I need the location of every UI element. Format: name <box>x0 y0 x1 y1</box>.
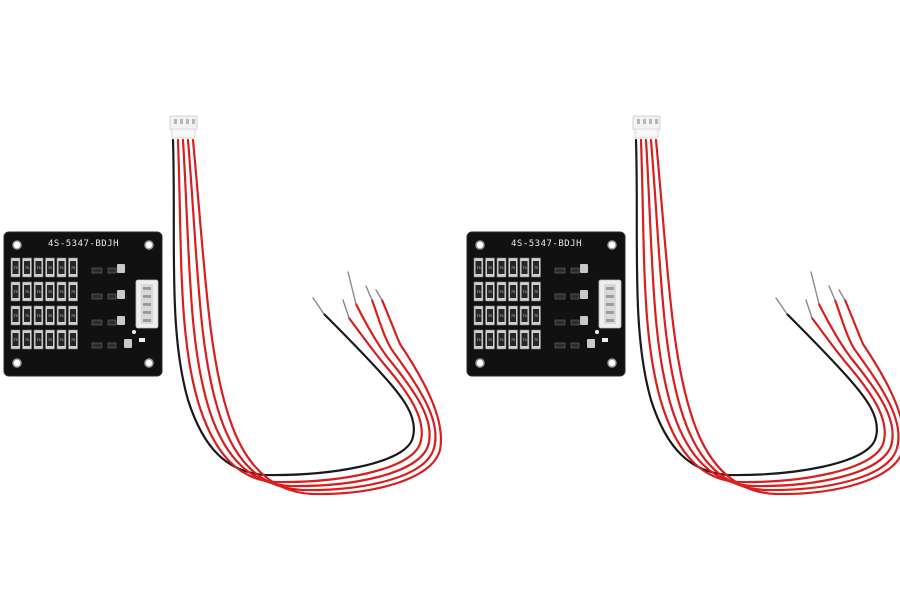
resistor-marking: 75 <box>499 338 503 342</box>
resistor-marking: 75 <box>13 338 17 342</box>
resistor-marking: 75 <box>25 266 29 270</box>
resistor-marking: 75 <box>522 338 526 342</box>
resistor-marking: 75 <box>71 314 75 318</box>
resistor-marking: 75 <box>476 314 480 318</box>
resistor-marking: 75 <box>488 314 492 318</box>
resistor-marking: 75 <box>488 338 492 342</box>
resistor-marking: 75 <box>488 266 492 270</box>
resistor-marking: 75 <box>71 338 75 342</box>
resistor-marking: 75 <box>511 266 515 270</box>
resistor-array: 75 75 75 75 75 75 75 75 75 75 75 75 75 75 75 75 75 75 75 75… <box>473 257 541 350</box>
resistor-array: 75 75 75 75 75 75 75 75 75 75 75 75 75 75 75 75 75 75 75 75… <box>10 257 78 350</box>
resistor-marking: 75 <box>499 290 503 294</box>
resistor-marking: 75 <box>534 290 538 294</box>
resistor-marking: 75 <box>534 338 538 342</box>
board-silkscreen-label: 4S-5347-BDJH <box>511 239 582 249</box>
resistor-marking: 75 <box>499 266 503 270</box>
resistor-marking: 75 <box>25 290 29 294</box>
resistor-marking: 75 <box>36 290 40 294</box>
resistor-marking: 75 <box>511 338 515 342</box>
resistor-marking: 75 <box>25 314 29 318</box>
resistor-marking: 75 <box>13 314 17 318</box>
resistor-marking: 75 <box>522 314 526 318</box>
resistor-marking: 75 <box>36 314 40 318</box>
resistor-marking: 75 <box>59 314 63 318</box>
resistor-marking: 75 <box>48 290 52 294</box>
resistor-marking: 75 <box>48 338 52 342</box>
resistor-marking: 75 <box>36 338 40 342</box>
resistor-marking: 75 <box>59 338 63 342</box>
resistor-marking: 75 <box>522 266 526 270</box>
resistor-marking: 75 <box>59 290 63 294</box>
resistor-marking: 75 <box>13 266 17 270</box>
resistor-marking: 75 <box>25 338 29 342</box>
resistor-marking: 75 <box>534 314 538 318</box>
resistor-marking: 75 <box>511 290 515 294</box>
resistor-marking: 75 <box>476 338 480 342</box>
resistor-marking: 75 <box>522 290 526 294</box>
resistor-marking: 75 <box>71 290 75 294</box>
resistor-marking: 75 <box>59 266 63 270</box>
resistor-marking: 75 <box>534 266 538 270</box>
resistor-marking: 75 <box>488 290 492 294</box>
resistor-marking: 75 <box>36 266 40 270</box>
resistor-marking: 75 <box>511 314 515 318</box>
resistor-marking: 75 <box>13 290 17 294</box>
resistor-marking: 75 <box>48 266 52 270</box>
board-silkscreen-label: 4S-5347-BDJH <box>48 239 119 249</box>
resistor-marking: 75 <box>476 290 480 294</box>
resistor-marking: 75 <box>476 266 480 270</box>
resistor-marking: 75 <box>71 266 75 270</box>
resistor-marking: 75 <box>48 314 52 318</box>
resistor-marking: 75 <box>499 314 503 318</box>
